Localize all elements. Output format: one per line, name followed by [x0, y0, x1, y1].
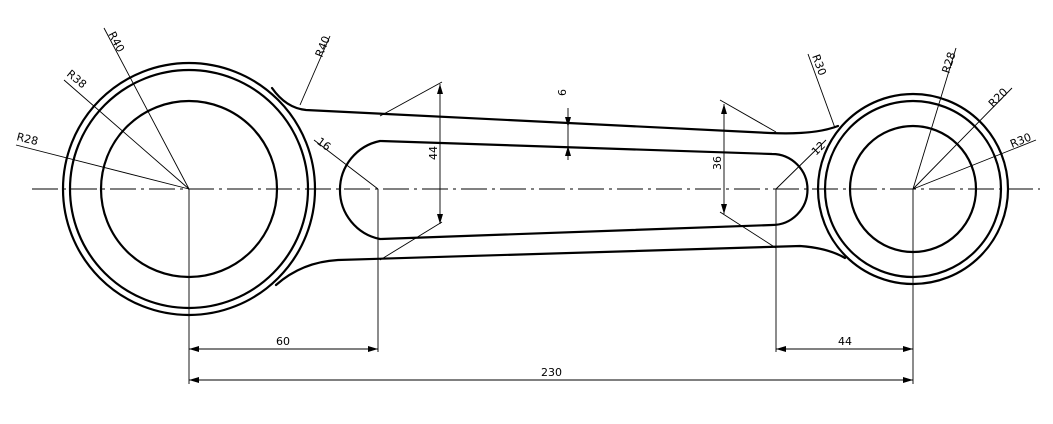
- label-web-thickness: 6: [556, 89, 569, 96]
- label-r20: R20: [986, 86, 1010, 110]
- leader-r28-left: [15, 144, 190, 190]
- leader-r40-left: [103, 27, 190, 190]
- leader-slot-left: [313, 139, 379, 190]
- offset-left-arrow-a: [189, 346, 199, 352]
- leader-r28-right: [912, 47, 957, 190]
- label-fillet-right: R30: [809, 53, 829, 78]
- center-distance-arrow-b: [903, 377, 913, 383]
- width-left-arrow-top: [437, 84, 443, 94]
- label-width-right: 36: [711, 156, 724, 170]
- leader-fillet-left: [299, 35, 331, 106]
- web-arrow-top: [565, 117, 571, 127]
- label-r38: R38: [64, 67, 89, 91]
- arm-upper-edge: [270, 86, 840, 135]
- center-distance-arrow-a: [189, 377, 199, 383]
- label-offset-right: 44: [838, 335, 852, 348]
- label-width-left: 44: [427, 146, 440, 160]
- label-r30-right: R30: [1008, 131, 1033, 151]
- width-right-ext-bottom: [719, 211, 777, 249]
- leader-fillet-right: [807, 53, 836, 129]
- width-left-ext-top: [379, 81, 443, 117]
- width-right-ext-top: [719, 99, 777, 133]
- label-r40-left: R40: [105, 29, 127, 54]
- slot-outline: [338, 139, 809, 241]
- label-r28-right: R28: [939, 50, 958, 75]
- width-left-arrow-bottom: [437, 214, 443, 224]
- width-right-arrow-bottom: [721, 204, 727, 214]
- label-slot-left: 16: [314, 135, 333, 154]
- offset-right-arrow-b: [903, 346, 913, 352]
- offset-left-arrow-b: [368, 346, 378, 352]
- label-r28-left: R28: [15, 130, 39, 148]
- arm-lower-edge: [274, 244, 847, 287]
- width-left-ext-bottom: [379, 221, 443, 261]
- leader-r20: [912, 87, 1013, 190]
- label-offset-left: 60: [276, 335, 290, 348]
- leader-r30-right: [912, 139, 1037, 190]
- leader-slot-right: [775, 139, 827, 190]
- web-arrow-bottom: [565, 146, 571, 156]
- leader-r38: [63, 79, 190, 190]
- label-fillet-left: R40: [313, 34, 333, 59]
- offset-right-arrow-a: [776, 346, 786, 352]
- label-center-distance: 230: [541, 366, 562, 379]
- width-right-arrow-top: [721, 104, 727, 114]
